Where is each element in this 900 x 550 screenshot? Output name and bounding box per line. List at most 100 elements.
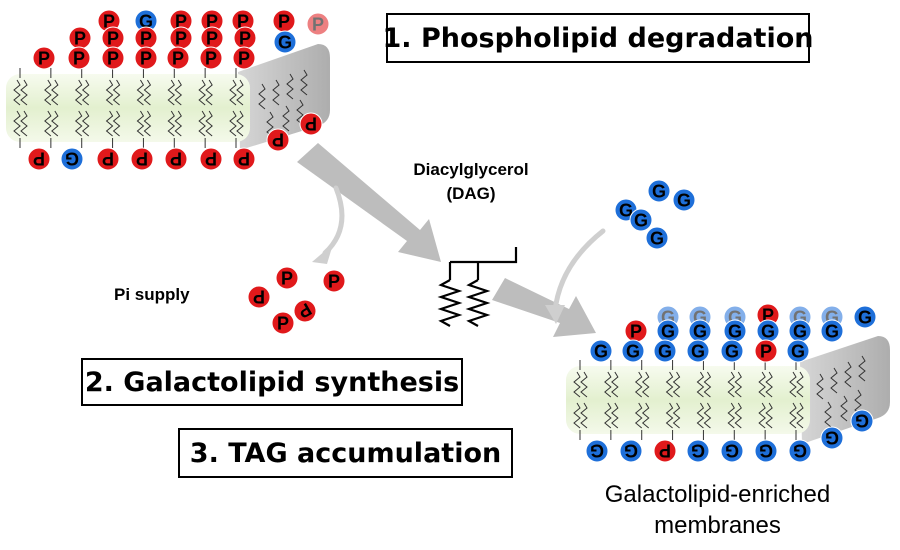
- phosphate-headgroup: P: [134, 26, 158, 50]
- pi-supply-label: Pi supply: [114, 285, 190, 304]
- svg-text:P: P: [253, 287, 265, 307]
- svg-text:P: P: [206, 29, 218, 49]
- svg-text:P: P: [205, 149, 217, 169]
- svg-text:P: P: [33, 149, 45, 169]
- galactose-headgroup: G: [645, 226, 669, 250]
- svg-text:G: G: [650, 229, 664, 249]
- svg-text:P: P: [760, 342, 772, 362]
- phosphate-headgroup: P: [232, 46, 256, 70]
- phosphate-headgroup: P: [134, 46, 158, 70]
- arrow-to-dag: [297, 143, 441, 262]
- galactose-headgroup: G: [820, 426, 844, 450]
- svg-text:P: P: [102, 149, 114, 169]
- svg-text:G: G: [691, 342, 705, 362]
- galactose-headgroup: G: [788, 319, 812, 343]
- phosphate-headgroup: P: [67, 46, 91, 70]
- phosphate-headgroup: P: [233, 26, 257, 50]
- svg-text:P: P: [630, 322, 642, 342]
- phosphate-headgroup: P: [200, 26, 224, 50]
- svg-text:P: P: [238, 149, 250, 169]
- dag-label-line-1: Diacylglycerol: [413, 160, 529, 179]
- phosphate-headgroup: P: [169, 9, 193, 33]
- svg-text:P: P: [107, 29, 119, 49]
- svg-text:G: G: [793, 322, 807, 342]
- svg-text:G: G: [594, 342, 608, 362]
- svg-text:P: P: [136, 149, 148, 169]
- svg-text:G: G: [855, 411, 869, 431]
- svg-text:P: P: [170, 149, 182, 169]
- galactose-headgroup: G: [619, 439, 643, 463]
- svg-text:G: G: [278, 33, 292, 53]
- step-3-label: 3. TAG accumulation: [189, 437, 502, 469]
- svg-text:P: P: [281, 269, 293, 289]
- galactose-headgroup: G: [788, 439, 812, 463]
- svg-text:G: G: [858, 308, 872, 328]
- galactose-headgroup: G: [786, 339, 810, 363]
- galactose-headgroup: G: [273, 30, 297, 54]
- phosphate-headgroup: P: [199, 147, 223, 171]
- pi-supply-arrowhead: [312, 244, 333, 264]
- svg-text:P: P: [205, 49, 217, 69]
- svg-text:P: P: [140, 49, 152, 69]
- galactose-headgroup: G: [647, 179, 671, 203]
- phosphate-headgroup: P: [200, 9, 224, 33]
- phosphate-headgroup: P: [306, 12, 330, 36]
- phosphate-headgroup: P: [624, 319, 648, 343]
- svg-text:P: P: [278, 12, 290, 32]
- step-3-box: 3. TAG accumulation: [178, 428, 513, 478]
- svg-text:P: P: [74, 29, 86, 49]
- phosphate-headgroup: P: [653, 439, 677, 463]
- phosphate-headgroup: P: [293, 299, 317, 323]
- step-1-label: 1. Phospholipid degradation: [382, 22, 814, 54]
- dag-molecule-icon: [437, 247, 518, 327]
- galactose-headgroup: G: [686, 339, 710, 363]
- membrane-core: [6, 74, 250, 142]
- phosphate-headgroup: P: [232, 147, 256, 171]
- galactose-headgroup: G: [653, 339, 677, 363]
- phosphate-headgroup: P: [101, 46, 125, 70]
- phosphate-headgroup: P: [101, 26, 125, 50]
- phosphate-headgroup: P: [266, 128, 290, 152]
- svg-text:G: G: [793, 441, 807, 461]
- svg-text:P: P: [312, 15, 324, 35]
- svg-text:P: P: [175, 12, 187, 32]
- svg-text:P: P: [277, 314, 289, 334]
- svg-text:G: G: [661, 322, 675, 342]
- svg-text:G: G: [759, 441, 773, 461]
- pi-supply-curve-arrow: [322, 185, 345, 256]
- svg-text:P: P: [328, 272, 340, 292]
- svg-text:G: G: [139, 12, 153, 32]
- svg-text:G: G: [65, 149, 79, 169]
- svg-text:P: P: [239, 29, 251, 49]
- phosphate-headgroup: P: [96, 147, 120, 171]
- phosphate-headgroup: P: [299, 112, 323, 136]
- svg-text:G: G: [590, 441, 604, 461]
- phosphate-headgroup: P: [32, 46, 56, 70]
- step-2-box: 2. Galactolipid synthesis: [81, 358, 463, 406]
- svg-text:G: G: [791, 342, 805, 362]
- svg-text:G: G: [619, 201, 633, 221]
- svg-text:G: G: [624, 441, 638, 461]
- galactolipid-membrane-label-line-1: Galactolipid-enriched: [604, 481, 831, 508]
- galactose-headgroup: G: [585, 439, 609, 463]
- galactose-headgroup: G: [621, 339, 645, 363]
- phosphate-headgroup: P: [272, 9, 296, 33]
- phosphate-headgroup: P: [164, 147, 188, 171]
- phosphate-headgroup: P: [130, 147, 154, 171]
- svg-text:G: G: [761, 322, 775, 342]
- membrane-core: [566, 366, 810, 434]
- svg-text:G: G: [693, 322, 707, 342]
- svg-text:P: P: [107, 49, 119, 69]
- galactose-headgroup: G: [672, 188, 696, 212]
- phosphate-headgroup: P: [275, 266, 299, 290]
- svg-text:P: P: [175, 29, 187, 49]
- galactose-headgroup: G: [850, 409, 874, 433]
- galactose-headgroup: G: [656, 319, 680, 343]
- svg-text:P: P: [238, 49, 250, 69]
- galactose-headgroup: G: [629, 208, 653, 232]
- svg-text:P: P: [305, 114, 317, 134]
- svg-text:G: G: [725, 342, 739, 362]
- galactolipid-membrane-label-line-2: membranes: [654, 512, 781, 539]
- phosphate-headgroup: P: [322, 269, 346, 293]
